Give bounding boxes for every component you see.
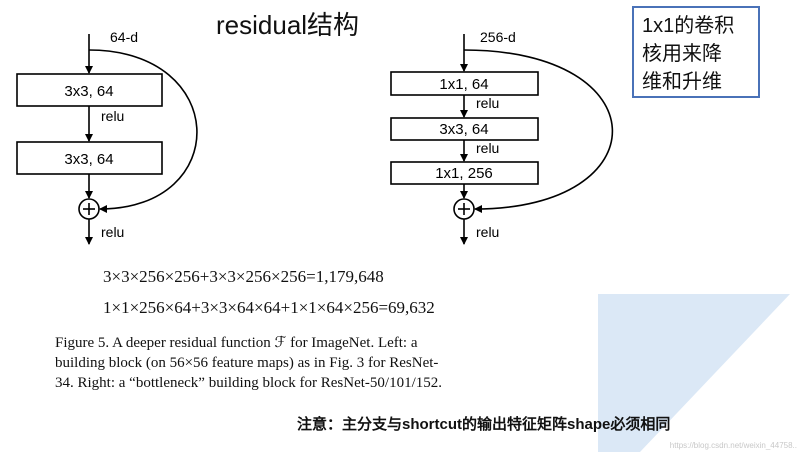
right-relu-1: relu — [476, 95, 499, 111]
formula-standard-block: 3×3×256×256+3×3×256×256=1,179,648 — [103, 267, 384, 286]
left-layer-1-label: 3x3, 64 — [64, 83, 113, 100]
right-layer-1-label: 1x1, 64 — [439, 76, 488, 93]
left-layer-2 — [16, 141, 163, 175]
note-box: 1x1的卷积 核用来降 维和升维 — [632, 6, 760, 98]
note-line-3: 维和升维 — [642, 71, 722, 93]
left-residual-block: 64-d 3x3, 64 relu 3x3, 64 relu — [16, 29, 198, 245]
right-residual-block: 256-d 1x1, 64 relu 3x3, 64 relu 1x1, 256… — [390, 29, 614, 245]
watermark: https://blog.csdn.net/weixin_44758.. — [669, 441, 797, 450]
note-line-1: 1x1的卷积 — [642, 15, 735, 37]
caption-line-3: 34. Right: a “bottleneck” building block… — [55, 375, 443, 391]
note-line-2: 核用来降 — [642, 43, 722, 65]
notice-text: 注意：主分支与shortcut的输出特征矩阵shape必须相同 — [297, 416, 671, 433]
right-layer-3-label: 1x1, 256 — [435, 165, 493, 182]
right-relu-out: relu — [476, 224, 499, 240]
formula-bottleneck-block: 1×1×256×64+3×3×64×64+1×1×64×256=69,632 — [103, 298, 435, 317]
right-layer-2-label: 3x3, 64 — [439, 121, 488, 138]
left-input-label: 64-d — [110, 29, 138, 45]
caption-line-1: Figure 5. A deeper residual function ℱ f… — [55, 335, 418, 351]
left-shortcut-arc — [88, 49, 198, 213]
right-shortcut-arc — [463, 49, 614, 213]
left-layer-2-label: 3x3, 64 — [64, 151, 113, 168]
left-relu-out: relu — [101, 224, 124, 240]
figure-caption: Figure 5. A deeper residual function ℱ f… — [55, 333, 525, 393]
right-input-label: 256-d — [480, 29, 516, 45]
caption-line-2: building block (on 56×56 feature maps) a… — [55, 355, 439, 371]
page-title: residual结构 — [216, 10, 360, 40]
left-relu-mid: relu — [101, 108, 124, 124]
right-relu-2: relu — [476, 140, 499, 156]
